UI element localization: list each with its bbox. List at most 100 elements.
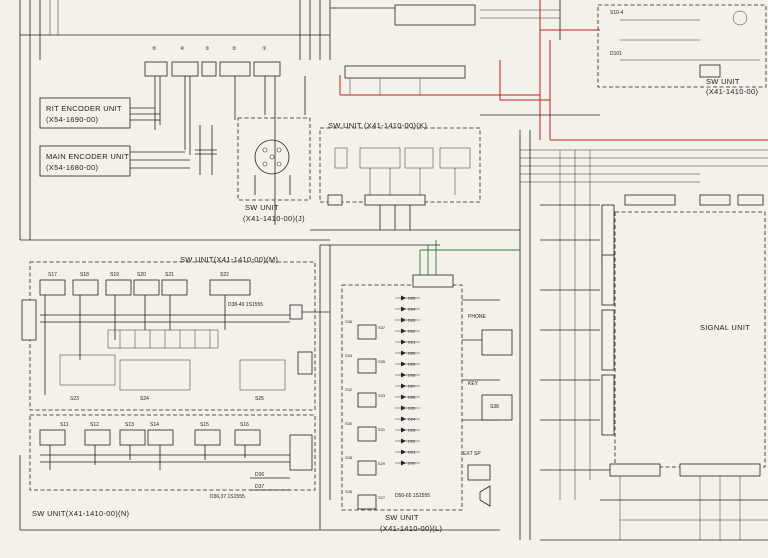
switch-s33: S33 (378, 393, 386, 398)
switch-s30: S30 (345, 421, 353, 426)
switch-s36: S36 (345, 319, 353, 324)
diodes-m-label: D38-49 1S1555 (228, 302, 263, 308)
diode-symbol-d63 (401, 317, 406, 323)
diode-symbol-d64 (401, 306, 406, 312)
switch-s31: S31 (378, 427, 386, 432)
capacitor-block (195, 125, 217, 175)
diode-symbol-d56 (401, 394, 406, 400)
sw-unit-k-title: SW UNIT (X41-1410-00)(K) (328, 121, 427, 130)
connector-4: ④ (180, 46, 185, 52)
jack-area: PHONE KEY EXT SP S38 (463, 314, 513, 507)
ext-sp-label: EXT SP (463, 451, 481, 457)
diode-d50: D50 (408, 461, 416, 466)
sw-unit-l: SW UNIT (X41-1410-00)(L) D50-65 1S1555 S… (319, 240, 520, 533)
switch-s23: S23 (70, 396, 79, 402)
sw-unit-j-part: (X41-1410-00)(J) (243, 214, 305, 223)
switch-s15: S15 (200, 422, 209, 428)
sw-unit-m: SW UNIT(X41-1410-00)(M) S17 S18 S19 S20 … (21, 255, 330, 411)
diode-d54: D54 (408, 417, 416, 422)
switch-block-s34 (357, 358, 377, 374)
switch-s32: S32 (345, 387, 353, 392)
switch-s29: S29 (378, 461, 386, 466)
top-wiring (19, 0, 768, 240)
sw-unit-m-title: SW UNIT(X41-1410-00)(M) (180, 255, 278, 264)
diode-d59: D59 (408, 362, 416, 367)
switch-block-s28 (357, 460, 377, 476)
svg-text:D101: D101 (610, 51, 622, 57)
diode-d55: D55 (408, 406, 416, 411)
top-right-sw-unit: S10-4 D101 SW UNIT (X41-1410-00) (597, 4, 767, 96)
switch-block-s26 (357, 494, 377, 510)
switch-s25: S25 (255, 396, 264, 402)
signal-unit-headers: SIGNAL UNIT (540, 194, 766, 540)
rit-encoder-title: RIT ENCODER UNIT (46, 104, 122, 113)
switch-block-s32 (357, 392, 377, 408)
diode-d53: D53 (408, 428, 416, 433)
switch-s24: S24 (140, 396, 149, 402)
main-encoder-part: (X54-1680-00) (46, 163, 98, 172)
switch-s26: S26 (345, 489, 353, 494)
sw-unit-l-title: SW UNIT (385, 513, 419, 522)
connector-3: ③ (205, 46, 210, 52)
diode-d37: D37 (255, 484, 264, 490)
sw-unit-n: S11 S12 S13 S14 S15 S16 D36 D37 D36,37 1… (19, 414, 500, 531)
diode-symbol-d51 (401, 449, 406, 455)
switch-s35: S35 (378, 359, 386, 364)
switch-s11: S11 (60, 422, 69, 428)
connector-5: ⑤ (152, 46, 157, 52)
switch-s19: S19 (110, 272, 119, 278)
rit-encoder-part: (X54-1690-00) (46, 115, 98, 124)
main-encoder-unit: MAIN ENCODER UNIT (X54-1680-00) (39, 145, 190, 177)
sw-unit-l-part: (X41-1410-00)(L) (380, 524, 443, 533)
horizontal-rails (20, 114, 768, 540)
switch-s18: S18 (80, 272, 89, 278)
diode-symbol-d52 (401, 438, 406, 444)
switch-s37: S37 (378, 325, 386, 330)
top-right-sw-unit-part: (X41-1410-00) (706, 87, 758, 96)
top-right-component: S10-4 (610, 10, 624, 16)
diode-symbol-d50 (401, 460, 406, 466)
diode-symbol-d55 (401, 405, 406, 411)
diode-d36: D36 (255, 472, 264, 478)
key-label: KEY (468, 381, 479, 387)
diode-symbol-d59 (401, 361, 406, 367)
switch-block-s30 (357, 426, 377, 442)
switch-s38: S38 (490, 404, 499, 410)
diodes-l-label: D50-65 1S1555 (395, 493, 430, 499)
diode-d63: D63 (408, 318, 416, 323)
diode-d51: D51 (408, 450, 416, 455)
phone-label: PHONE (468, 314, 486, 320)
switch-s17: S17 (48, 272, 57, 278)
main-encoder-title: MAIN ENCODER UNIT (46, 152, 129, 161)
top-right-sw-unit-title: SW UNIT (706, 77, 740, 86)
diode-d64: D64 (408, 307, 416, 312)
diode-d65: D65 (408, 296, 416, 301)
connector-row-top: ⑤ ④ ③ ② ① (144, 46, 466, 225)
diode-symbol-d57 (401, 383, 406, 389)
sw-unit-j: SW UNIT (X41-1410-00)(J) (237, 117, 311, 223)
bottom-right-wiring (540, 469, 768, 541)
switch-s20: S20 (137, 272, 146, 278)
diode-d62: D62 (408, 329, 416, 334)
switch-s28: S28 (345, 455, 353, 460)
diode-d52: D52 (408, 439, 416, 444)
diodes-n-label: D36,37 1S1555 (210, 494, 245, 500)
switch-s12: S12 (90, 422, 99, 428)
switch-s13: S13 (125, 422, 134, 428)
diode-d56: D56 (408, 395, 416, 400)
diode-symbol-d53 (401, 427, 406, 433)
switch-s16: S16 (240, 422, 249, 428)
connector-2: ② (232, 46, 237, 52)
switch-block-s36 (357, 324, 377, 340)
diode-symbol-d62 (401, 328, 406, 334)
sw-unit-n-title: SW UNIT(X41-1410-00)(N) (32, 509, 130, 518)
sw-unit-j-title: SW UNIT (245, 203, 279, 212)
diode-d57: D57 (408, 384, 416, 389)
diode-symbol-d60 (401, 350, 406, 356)
switch-s14: S14 (150, 422, 159, 428)
diode-symbol-d61 (401, 339, 406, 345)
switch-s21: S21 (165, 272, 174, 278)
rit-encoder-unit: RIT ENCODER UNIT (X54-1690-00) (39, 97, 160, 129)
diode-d58: D58 (408, 373, 416, 378)
signal-unit-title: SIGNAL UNIT (700, 323, 750, 332)
